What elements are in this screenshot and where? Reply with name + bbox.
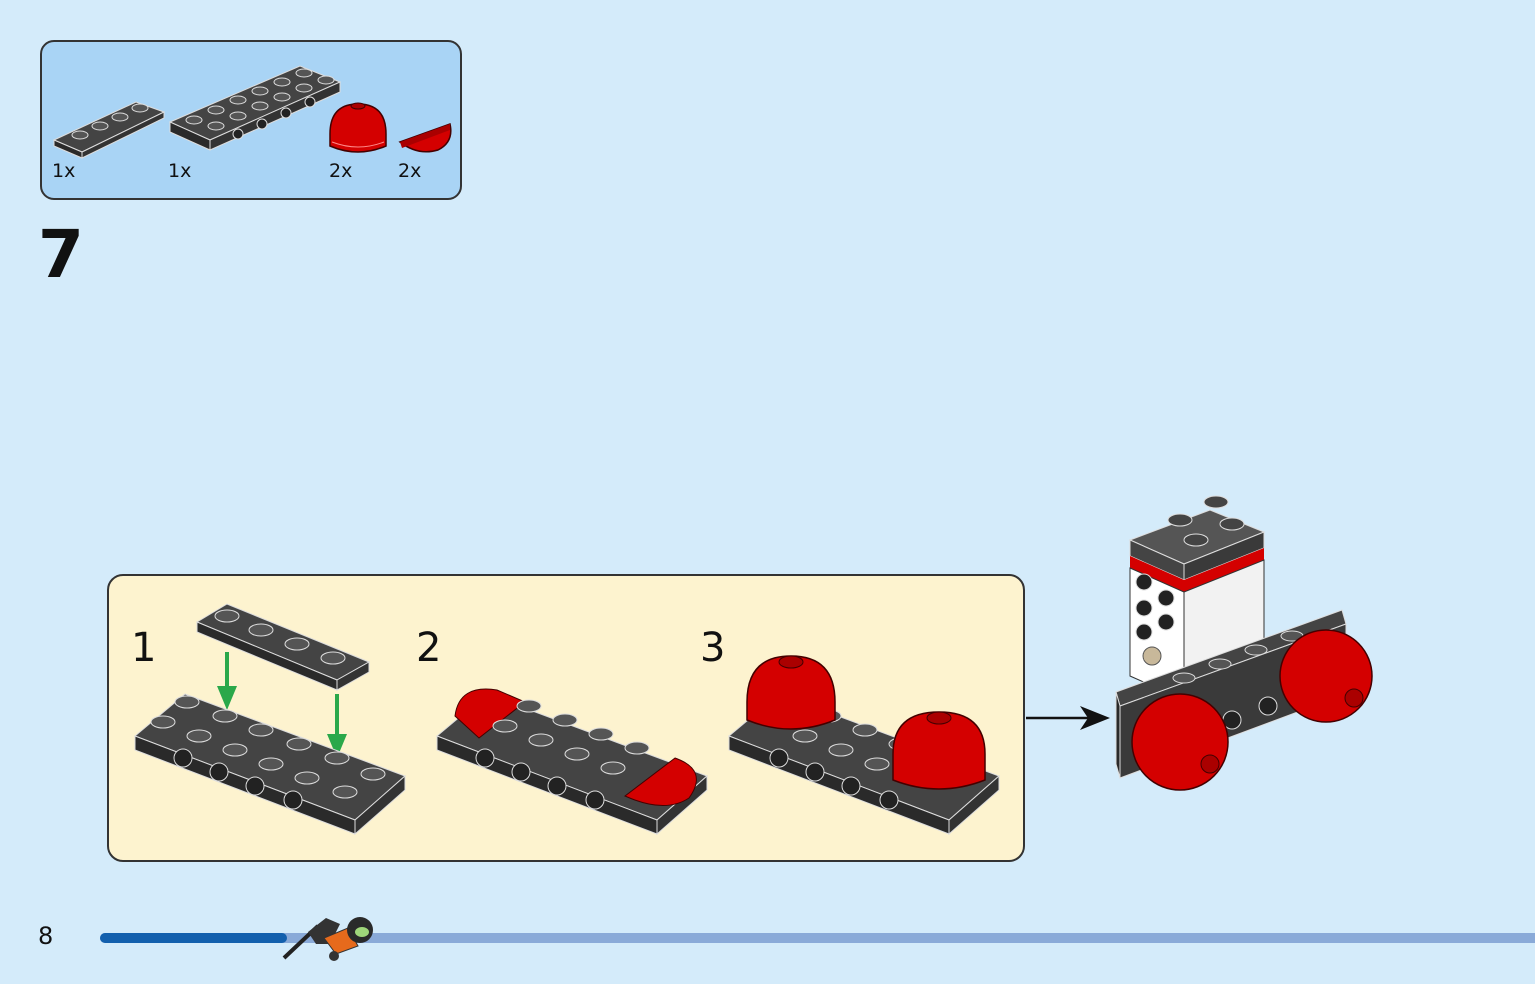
dark-gray-plate-2x6-with-axle-holes-icon — [168, 65, 342, 151]
red-half-round-tile-icon — [398, 123, 452, 153]
step-number: 7 — [38, 216, 84, 293]
red-wheel-icon — [1279, 629, 1373, 723]
dark-gray-plate-1x4-icon — [52, 101, 166, 159]
green-arrowhead-icon — [217, 686, 237, 710]
part-qty-4: 2x — [398, 160, 422, 182]
part-qty-3: 2x — [329, 160, 353, 182]
substep-number-2: 2 — [416, 625, 442, 671]
substep-number-1: 1 — [131, 625, 157, 671]
substep-2-illustration — [436, 688, 708, 836]
parts-illustration — [52, 65, 452, 159]
progress-bar — [100, 933, 1535, 943]
green-arrowhead-icon — [327, 734, 347, 758]
substep-3-illustration — [728, 655, 1000, 836]
result-arrow-icon — [1026, 706, 1110, 730]
progress-bar-fill — [100, 933, 287, 943]
substep-number-3: 3 — [700, 625, 726, 671]
part-qty-1: 1x — [52, 160, 76, 182]
red-dome-icon — [892, 711, 986, 790]
parts-callout: 1x 1x 2x 2x — [40, 40, 462, 200]
substep-illustrations — [134, 603, 1000, 836]
part-qty-2: 1x — [168, 160, 192, 182]
ninja-minifigure-icon — [282, 917, 373, 961]
substep-callout: 1 2 3 — [107, 574, 1025, 862]
red-wheel-icon — [1131, 693, 1229, 791]
page-number: 8 — [38, 922, 54, 950]
red-round-dome-icon — [329, 102, 387, 153]
red-dome-icon — [746, 655, 836, 730]
substep-1-illustration — [134, 603, 406, 836]
assembled-model-illustration — [1115, 495, 1373, 791]
